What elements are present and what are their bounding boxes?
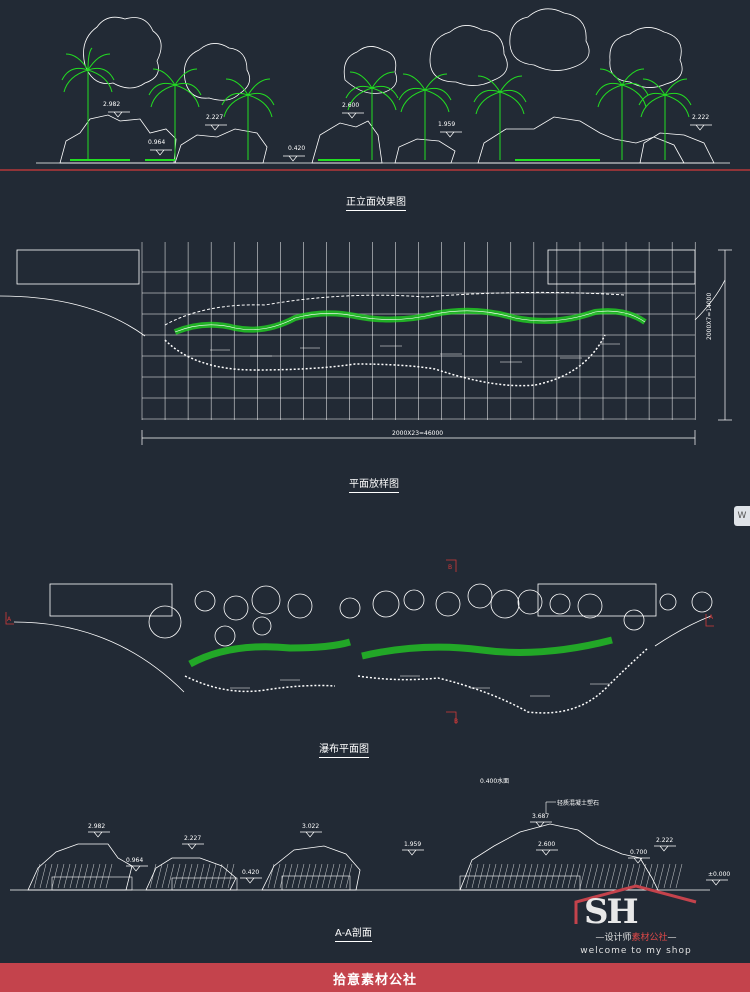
logo-welcome: welcome to my shop xyxy=(580,946,692,956)
level-label: 2.227 xyxy=(184,835,202,842)
palm-trees xyxy=(61,47,692,160)
waterfall-plan-panel: A A B B 瀑布平面图 xyxy=(0,556,750,758)
section-mark-label: A xyxy=(709,614,714,621)
side-collapse-tab[interactable]: W xyxy=(734,506,750,526)
section-mark-label: B xyxy=(454,718,459,725)
dimension-vertical: 2000X7=14000 xyxy=(706,292,713,340)
plan-panel: 2000X23=46000 2000X7=14000 平面放样图 xyxy=(0,230,750,500)
section-caption: A-A剖面 xyxy=(335,924,372,942)
elevation-drawing xyxy=(0,8,750,171)
level-label: 0.700 xyxy=(630,849,648,856)
level-label: 2.227 xyxy=(206,114,224,121)
section-mark-label: B xyxy=(448,564,453,571)
elevation-panel: 2.982 0.964 2.227 0.420 2.600 1.959 2.22… xyxy=(0,0,750,215)
water-hatch xyxy=(230,675,610,697)
level-label: 0.964 xyxy=(126,857,144,864)
rock-masses xyxy=(59,114,715,164)
level-label: 2.222 xyxy=(692,114,710,121)
level-label: 0.420 xyxy=(288,145,306,152)
brand-logo: SH —设计师素材公社— welcome to my shop xyxy=(556,884,716,962)
level-label: 0.420 xyxy=(242,869,260,876)
level-label: ±0.000 xyxy=(708,871,731,878)
plan-grid-drawing xyxy=(0,242,732,445)
footer-text: 拾意素材公社 xyxy=(332,973,417,988)
level-markers xyxy=(108,111,712,162)
elevation-caption: 正立面效果图 xyxy=(346,193,406,211)
level-label: 1.959 xyxy=(404,841,422,848)
base-blocks xyxy=(51,875,581,891)
waterfall-plan-caption: 瀑布平面图 xyxy=(319,740,369,758)
layout-grid xyxy=(141,242,696,420)
level-label: 0.964 xyxy=(148,139,166,146)
level-label: 2.600 xyxy=(538,841,556,848)
background-trees xyxy=(83,8,683,101)
section-marks xyxy=(5,559,714,724)
logo-tagline-a: 设计师 xyxy=(604,933,632,943)
level-label: 2.600 xyxy=(342,102,360,109)
water-hatch xyxy=(210,343,620,363)
level-label: 2.982 xyxy=(88,823,106,830)
rock-section-outlines xyxy=(27,823,659,891)
level-label: 2.982 xyxy=(103,101,121,108)
dimension-horizontal: 2000X23=46000 xyxy=(392,430,444,437)
footer-bar: 拾意素材公社 xyxy=(0,963,750,992)
section-drawing xyxy=(10,801,728,891)
level-label: 3.022 xyxy=(302,823,320,830)
material-note: 轻质混凝土塑石 xyxy=(557,800,600,807)
level-label: 1.959 xyxy=(438,121,456,128)
logo-letters: SH xyxy=(584,892,639,932)
level-markers xyxy=(88,821,728,886)
waterfall-plan-drawing xyxy=(5,559,714,724)
house-icon xyxy=(574,884,697,924)
section-mark-label: A xyxy=(7,616,12,623)
plan-caption: 平面放样图 xyxy=(349,475,399,493)
section-panel: 0.400水面 轻质混凝土塑石 2.982 0.964 2.227 0.420 … xyxy=(0,770,750,960)
logo-tagline: —设计师素材公社— xyxy=(595,933,677,943)
tree-symbols xyxy=(148,583,713,647)
level-label: 2.222 xyxy=(656,837,674,844)
logo-tagline-b: 素材公社 xyxy=(631,933,668,943)
water-level-label: 0.400水面 xyxy=(480,778,510,785)
level-label: 3.687 xyxy=(532,813,550,820)
